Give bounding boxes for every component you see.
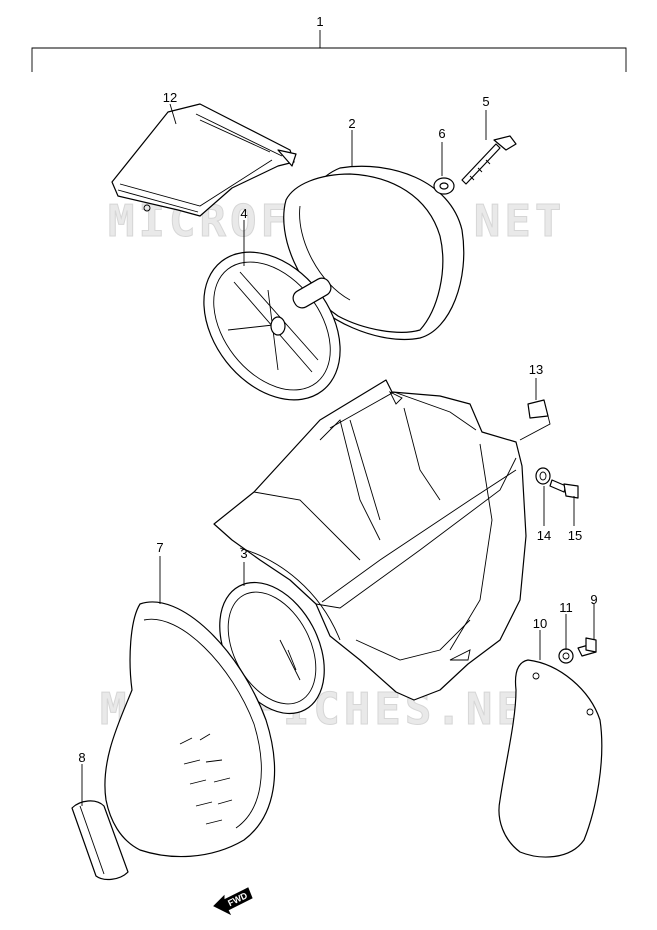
callout-14: 14	[537, 528, 551, 543]
callout-2: 2	[348, 116, 355, 131]
callout-15: 15	[568, 528, 582, 543]
callout-4: 4	[240, 206, 247, 221]
part-1-case[interactable]	[213, 379, 527, 701]
part-14-washer[interactable]	[535, 467, 551, 485]
part-6-grommet[interactable]	[433, 177, 455, 195]
part-10-cover[interactable]	[498, 659, 603, 858]
callout-5: 5	[482, 94, 489, 109]
part-12-cover[interactable]	[111, 103, 297, 217]
part-15-bolt[interactable]	[549, 479, 579, 499]
callout-12: 12	[163, 90, 177, 105]
callout-8: 8	[78, 750, 85, 765]
callout-9: 9	[590, 592, 597, 607]
callout-11: 11	[559, 600, 573, 615]
part-9-bolt[interactable]	[577, 637, 597, 657]
part-5-screw[interactable]	[461, 135, 517, 185]
callout-1: 1	[316, 14, 323, 29]
assembly-bracket	[31, 30, 627, 72]
callout-10: 10	[533, 616, 547, 631]
part-7-boot[interactable]	[104, 601, 276, 858]
callout-13: 13	[529, 362, 543, 377]
fwd-arrow-icon: FWD	[213, 887, 253, 916]
part-13-clip[interactable]	[519, 399, 551, 441]
callout-3: 3	[240, 546, 247, 561]
part-4-cage[interactable]	[176, 226, 368, 427]
part-11-washer[interactable]	[558, 648, 574, 664]
leader-lines	[81, 103, 595, 806]
callout-6: 6	[438, 126, 445, 141]
callout-7: 7	[156, 540, 163, 555]
